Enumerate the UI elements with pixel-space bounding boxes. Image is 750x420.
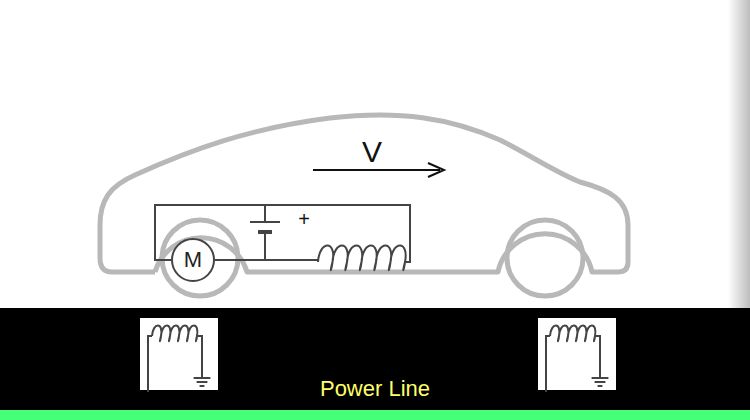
ground-symbol <box>194 377 211 379</box>
car-coil <box>318 246 406 271</box>
ground-symbol <box>197 381 208 383</box>
band-label: Power Line <box>320 376 430 402</box>
ground-symbol <box>200 385 205 387</box>
coil-winding <box>550 326 595 342</box>
road-band <box>0 308 750 411</box>
velocity-arrow <box>313 169 440 171</box>
ground-symbol <box>592 377 609 379</box>
rear-wheel <box>162 220 238 296</box>
ground-coil <box>538 318 616 392</box>
wire <box>546 336 550 392</box>
wire <box>264 205 266 222</box>
wire <box>595 336 600 378</box>
front-wheel <box>507 220 583 296</box>
wire <box>197 336 202 378</box>
battery-plate <box>250 221 280 223</box>
coil-winding <box>152 326 197 342</box>
ground-symbol <box>598 385 603 387</box>
wire <box>264 232 266 260</box>
green-strip <box>0 410 750 420</box>
coil-panel <box>538 318 616 390</box>
edge-shade <box>728 0 750 308</box>
polarity-mark: + <box>298 208 310 231</box>
motor-label: M <box>184 247 202 273</box>
motor-circle: M <box>171 238 215 282</box>
ground-coil <box>140 318 218 392</box>
power-line-band: Power Line <box>0 308 750 410</box>
velocity-label: V <box>362 135 382 169</box>
arrow-head <box>428 163 444 177</box>
coil-winding <box>318 246 406 271</box>
wire <box>148 336 152 392</box>
ground-symbol <box>595 381 606 383</box>
wire <box>215 259 318 261</box>
coil-panel <box>140 318 218 390</box>
